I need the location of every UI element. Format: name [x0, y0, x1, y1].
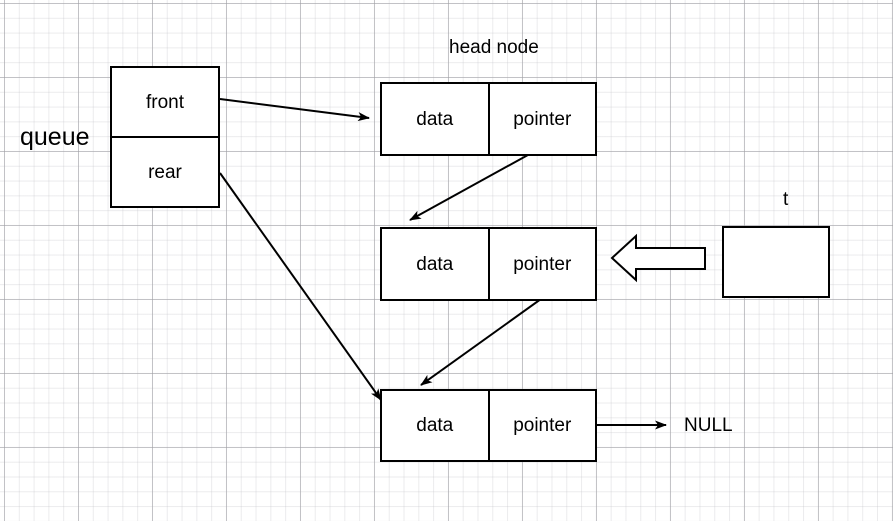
- head-node-caption: head node: [449, 37, 539, 58]
- queue-struct-box: front rear: [110, 66, 220, 208]
- list-node-3-data-cell: data: [382, 391, 488, 460]
- list-node-2-pointer-cell: pointer: [487, 229, 596, 299]
- connector-front-to-head-node: [219, 98, 370, 122]
- queue-field-front-label: front: [145, 91, 185, 113]
- list-node-3-data-label: data: [416, 415, 454, 436]
- queue-field-front: front: [112, 68, 218, 136]
- list-node-head: data pointer: [380, 82, 597, 156]
- temp-box-label: t: [783, 189, 789, 210]
- list-node-2-data-cell: data: [382, 229, 488, 299]
- list-node-head-pointer-cell: pointer: [487, 84, 596, 154]
- list-node-3-pointer-label: pointer: [513, 415, 572, 436]
- queue-field-rear: rear: [112, 136, 218, 206]
- list-node-head-pointer-label: pointer: [513, 108, 572, 130]
- null-terminator-label: NULL: [684, 415, 733, 436]
- list-node-2-data-label: data: [416, 253, 454, 275]
- list-node-3: data pointer: [380, 389, 597, 462]
- list-node-3-pointer-cell: pointer: [487, 391, 596, 460]
- list-node-head-data-cell: data: [382, 84, 488, 154]
- list-node-2: data pointer: [380, 227, 597, 301]
- list-node-head-data-label: data: [416, 108, 454, 130]
- queue-label: queue: [20, 123, 90, 151]
- connector-temp-box-to-node-2: [610, 233, 706, 283]
- queue-field-rear-label: rear: [148, 161, 182, 183]
- connector-rear-to-node-3: [219, 172, 382, 401]
- temp-box: [722, 226, 830, 298]
- list-node-2-pointer-label: pointer: [513, 253, 572, 275]
